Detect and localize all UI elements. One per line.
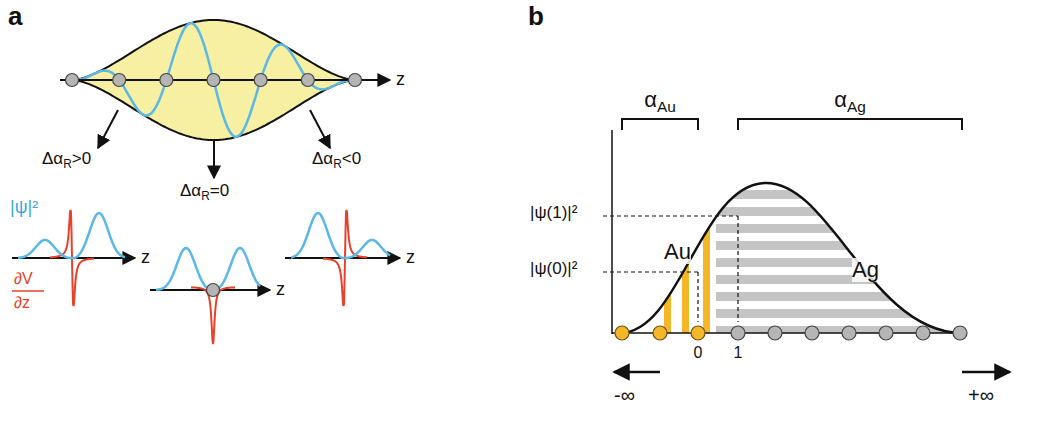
panel-letter: b [528,2,544,31]
bracket [622,119,698,130]
density-curve [620,183,960,333]
ag-atom [953,326,967,340]
value-label: |ψ(0)|² [530,260,577,279]
atom-dot [66,74,79,87]
region-label: αAg [834,88,866,116]
atom-dot [301,74,314,87]
condition-label: ΔαR>0 [42,150,91,171]
ag-atom [805,326,819,340]
arrow [98,110,118,148]
axis-label: z [396,70,405,90]
au-atom [691,326,705,340]
stripe [716,207,966,216]
atom-dots [615,326,967,340]
position-label: 0 [694,344,703,362]
stripe [716,292,966,301]
leader-line [737,216,738,322]
density-curve [18,213,125,258]
position-label: 1 [734,344,743,362]
bracket [738,119,962,130]
leader-line [603,271,698,272]
atom-dot [113,74,126,87]
arrow [962,371,1010,374]
stripe [716,258,966,267]
condition-label: ΔαR=0 [180,182,229,203]
small-plots [12,210,400,344]
arrow [614,371,660,374]
ag-atom [916,326,930,340]
arrow [310,110,330,148]
infinity-label: +∞ [968,384,994,406]
au-bars [664,150,710,340]
axis-label: z [406,248,415,268]
wave-curve [72,23,355,137]
metal-label: Ag [852,258,879,282]
atom-dot [254,74,267,87]
stripe [716,190,966,199]
envelope-shape [72,20,355,140]
panel-letter: a [8,2,22,31]
density-curve [156,248,260,290]
ag-stripes [716,190,966,335]
value-label: |ψ(1)|² [530,204,577,223]
ag-atom [731,326,745,340]
au-atom [615,326,629,340]
fraction-bar [12,290,44,292]
gradient-label: ∂z [14,294,30,312]
ag-atom [879,326,893,340]
stripe [716,224,966,233]
z-axis [60,79,390,81]
ag-atom [768,326,782,340]
arrow [213,140,215,178]
density-label: |ψ|² [10,198,38,218]
condition-label: ΔαR<0 [312,150,361,171]
atom-dots [66,74,362,87]
leader-line [697,272,698,322]
region-label: αAu [644,88,676,116]
infinity-label: -∞ [614,384,635,406]
stripe [716,309,966,318]
atom-dot [160,74,173,87]
gradient-label: ∂V [14,270,33,288]
metal-label: Au [664,240,691,264]
atom-dot [207,284,220,297]
atom-dot [207,74,220,87]
y-axis [611,130,613,334]
axis-label: z [276,280,285,300]
ag-atom [842,326,856,340]
leader-line [603,215,738,216]
atom-dot [349,74,362,87]
axis-label: z [141,248,150,268]
density-curve [291,213,390,258]
stripe [716,275,966,284]
au-atom [653,326,667,340]
